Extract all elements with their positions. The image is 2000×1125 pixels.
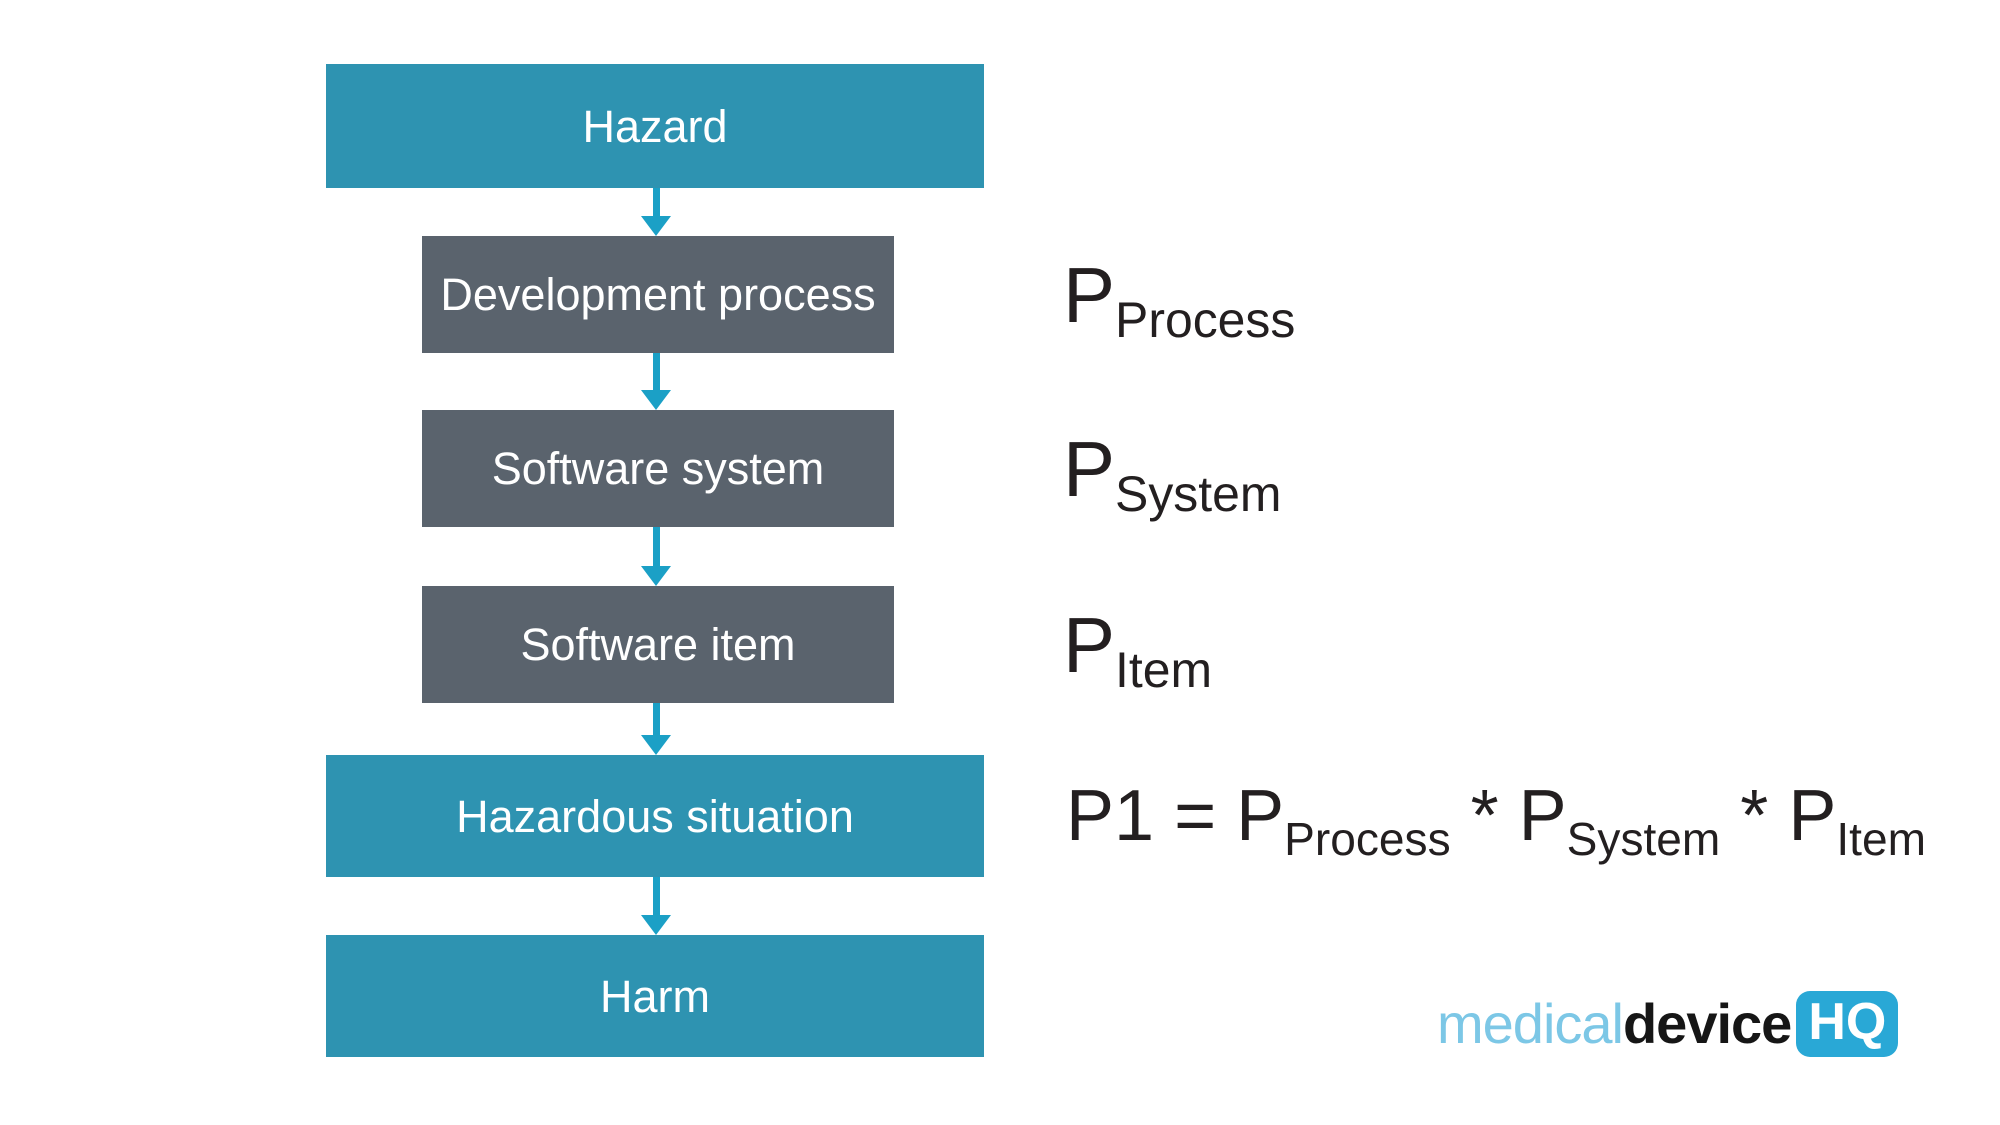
arrow-head-icon — [641, 915, 671, 935]
flow-arrow-3 — [640, 527, 672, 586]
logo-hq-badge: HQ — [1796, 991, 1899, 1057]
formula-text: PProcess — [1063, 256, 1295, 346]
flow-node-label: Software system — [491, 443, 825, 494]
flow-node-harm: Harm — [326, 935, 984, 1057]
equation-operator: * P — [1450, 776, 1567, 856]
flow-node-hazard: Hazard — [326, 64, 984, 188]
flow-node-label: Harm — [600, 970, 710, 1022]
logo-text-medical: medical — [1437, 992, 1624, 1055]
arrow-shaft — [652, 188, 660, 216]
formula-text: P1 = PProcess * PSystem * PItem — [1066, 780, 1926, 862]
formula-text: PSystem — [1063, 430, 1281, 520]
formula-base: P — [1063, 424, 1116, 513]
flow-node-label: Hazard — [582, 100, 728, 152]
flow-node-development-process: Development process — [422, 236, 894, 353]
flow-node-software-item: Software item — [422, 586, 894, 703]
arrow-head-icon — [641, 735, 671, 755]
formula-subscript: Process — [1284, 812, 1451, 865]
equation-operator: * P — [1720, 776, 1837, 856]
formula-text: PItem — [1063, 606, 1212, 696]
flow-node-label: Hazardous situation — [456, 790, 854, 842]
flow-node-hazardous-situation: Hazardous situation — [326, 755, 984, 877]
arrow-head-icon — [641, 390, 671, 410]
flow-arrow-1 — [640, 188, 672, 236]
arrow-shaft — [652, 877, 660, 915]
formula-base: P — [1063, 250, 1116, 339]
formula-subscript: System — [1115, 466, 1282, 523]
arrow-shaft — [652, 527, 660, 566]
arrow-shaft — [652, 703, 660, 735]
flow-node-label: Software item — [520, 619, 796, 670]
formula-subscript: Item — [1115, 642, 1213, 699]
flow-node-software-system: Software system — [422, 410, 894, 527]
arrow-head-icon — [641, 566, 671, 586]
arrow-shaft — [652, 353, 660, 390]
flow-arrow-2 — [640, 353, 672, 410]
equation-lhs: P1 = P — [1066, 776, 1285, 856]
formula-base: P — [1063, 600, 1116, 689]
formula-p-item: PItem — [1063, 586, 1212, 703]
formula-p-process: PProcess — [1063, 236, 1295, 353]
formula-p-system: PSystem — [1063, 410, 1281, 527]
flow-arrow-4 — [640, 703, 672, 755]
formula-subscript: Process — [1115, 292, 1296, 349]
formula-subscript: Item — [1836, 812, 1926, 865]
flow-arrow-5 — [640, 877, 672, 935]
formula-p1-equation: P1 = PProcess * PSystem * PItem — [1066, 755, 1926, 877]
arrow-head-icon — [641, 216, 671, 236]
flow-node-label: Development process — [440, 269, 876, 320]
logo-text-device: device — [1622, 992, 1792, 1055]
formula-subscript: System — [1566, 812, 1721, 865]
